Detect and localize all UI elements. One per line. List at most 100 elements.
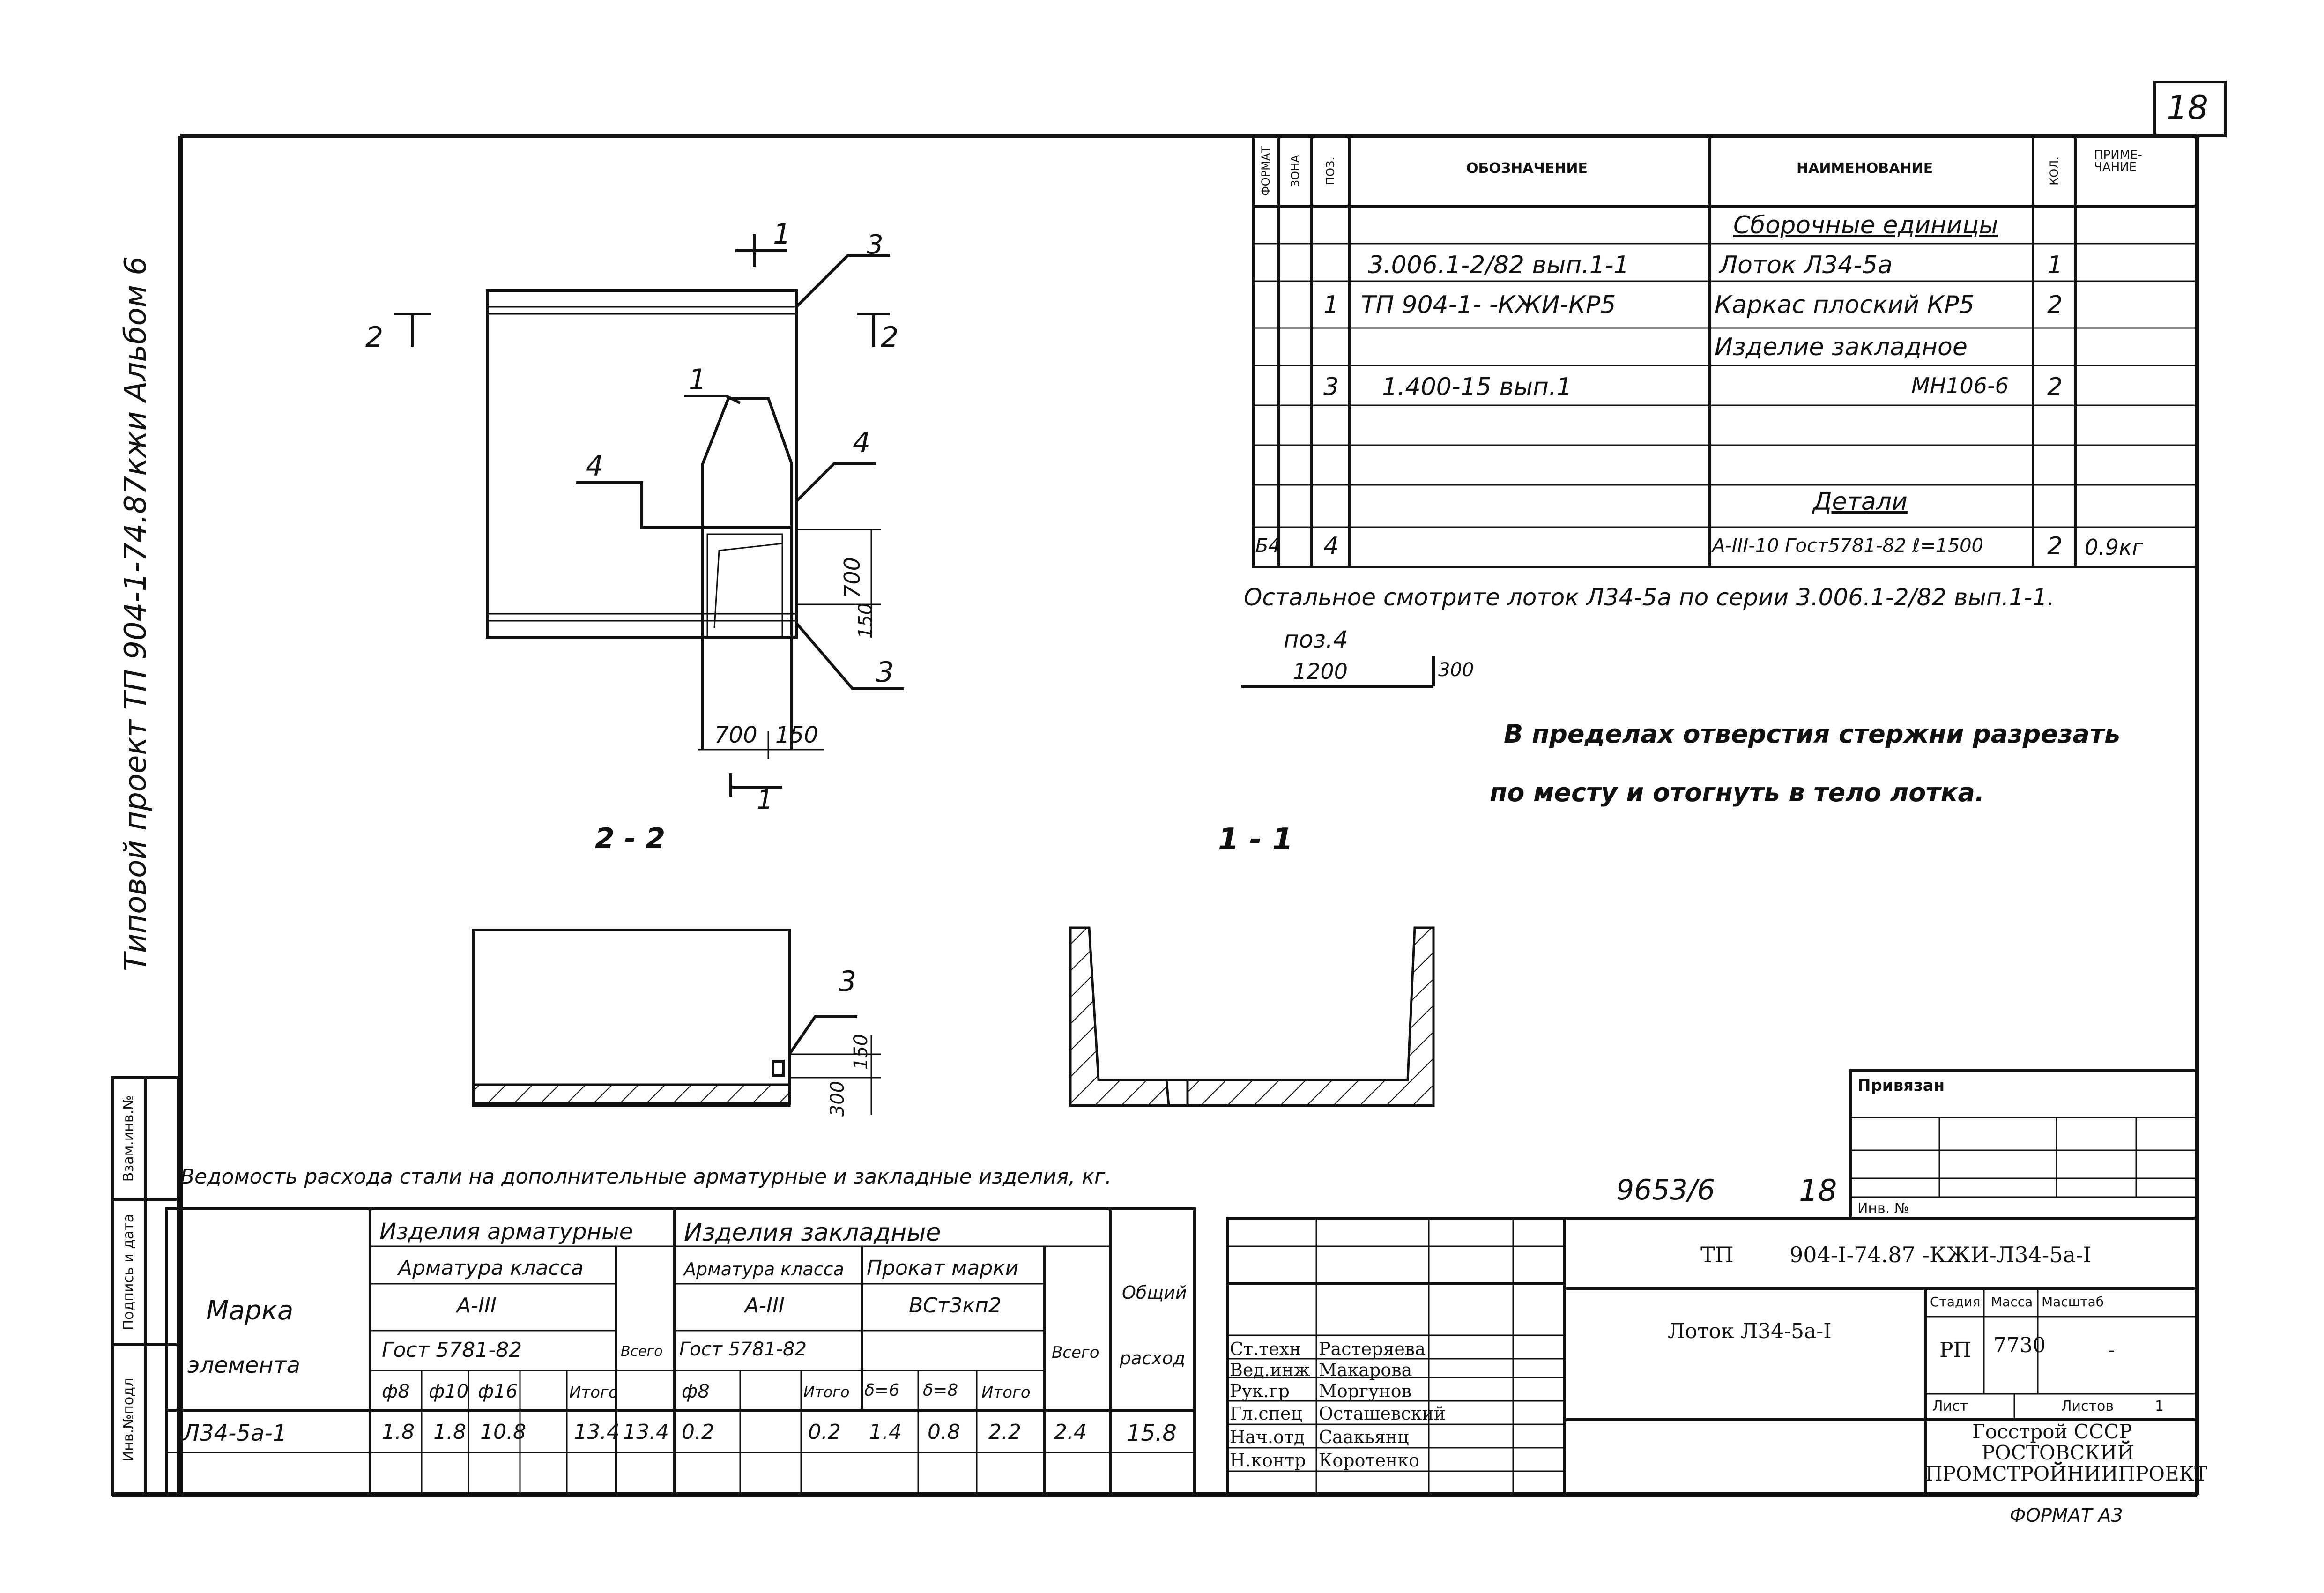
spec-row-designation: 3.006.1-2/82 вып.1-1	[1368, 251, 1629, 279]
spec-table-grid	[1252, 134, 2198, 568]
spec-row-qty: 2	[2047, 373, 2063, 401]
steel-grand-hdr-2: расход	[1120, 1348, 1186, 1369]
mass-value: 7730	[1993, 1333, 2046, 1357]
org-line-2: РОСТОВСКИЙ	[1982, 1441, 2135, 1464]
spec-row-group-details: Детали	[1813, 488, 1908, 516]
side-stamp-inv: Инв.№подл	[120, 1377, 137, 1462]
section-1-1-label: 1 - 1	[1218, 822, 1293, 857]
spec-row-pos: 1	[1323, 291, 1339, 319]
spec-row-name: А-III-10 Гост5781-82 ℓ=1500	[1712, 535, 1983, 557]
note-rest: Остальное смотрите лоток Л34-5а по серии…	[1244, 584, 2055, 611]
steel-row-mark: Л34-5а-1	[183, 1420, 287, 1446]
steel-row-grand: 15.8	[1127, 1420, 1177, 1446]
drawing-code-prefix: ТП	[1700, 1242, 1734, 1267]
person-role: Нач.отд	[1230, 1427, 1305, 1447]
steel-row-arm-f16: 10.8	[480, 1420, 526, 1444]
sheets-header: Листов	[2061, 1398, 2114, 1414]
scale-header: Масштаб	[2042, 1294, 2104, 1310]
steel-arm-class: А-III	[457, 1294, 497, 1318]
pos4-label: поз.4	[1284, 626, 1348, 653]
spec-header-qty: КОЛ.	[2048, 156, 2061, 186]
steel-arm-class-hdr: Арматура класса	[398, 1256, 584, 1280]
spec-row-group-assembly: Сборочные единицы	[1733, 211, 1998, 239]
spec-header-pos: ПОЗ.	[1324, 157, 1337, 185]
dim-section-300: 300	[827, 1080, 849, 1117]
steel-table-title: Ведомость расхода стали на дополнительны…	[180, 1165, 1112, 1189]
steel-col-arm-total: Итого	[569, 1383, 618, 1402]
spec-row-qty: 2	[2047, 291, 2063, 319]
spec-row-name: Каркас плоский КР5	[1715, 291, 1975, 319]
note-cut-line-2: по месту и отогнуть в тело лотка.	[1490, 778, 1985, 807]
spec-header-format: ФОРМАТ	[1259, 146, 1272, 196]
spec-row-qty: 2	[2047, 532, 2063, 560]
position-label-3-top: 3	[867, 230, 884, 260]
sheets-value: 1	[2155, 1398, 2164, 1414]
steel-row-arm-sum: 13.4	[623, 1420, 669, 1444]
position-label-3-mid: 3	[876, 656, 894, 689]
org-line-3: ПРОМСТРОЙНИИПРОЕКТ	[1925, 1462, 2208, 1485]
steel-row-arm-total: 13.4	[574, 1420, 620, 1444]
person-name: Моргунов	[1319, 1381, 1411, 1401]
steel-col-zak-f8: ф8	[682, 1381, 710, 1402]
steel-zak-gost: Гост 5781-82	[679, 1339, 807, 1360]
side-stamp-replace: Взам.инв.№	[120, 1095, 137, 1182]
steel-col-f8: ф8	[382, 1381, 410, 1402]
drawing-code: 904-I-74.87 -КЖИ-Л34-5а-I	[1789, 1242, 2092, 1267]
steel-arm-total-hdr: Всего	[621, 1343, 663, 1360]
pos4-sketch	[1241, 656, 1435, 688]
cut-mark-1-top: 1	[773, 218, 791, 251]
album-side-title: Типовой проект ТП 904-1-74.87кжи Альбом …	[119, 256, 153, 972]
cut-mark-2-right: 2	[881, 321, 899, 354]
cut-mark-2-left: 2	[365, 321, 384, 354]
person-role: Н.контр	[1230, 1450, 1306, 1471]
inv-no-label: Инв. №	[1857, 1200, 1909, 1217]
person-role: Вед.инж	[1230, 1360, 1310, 1380]
pos4-dim-1200: 1200	[1293, 659, 1348, 684]
spec-header-name: НАИМЕНОВАНИЕ	[1797, 160, 1933, 177]
dim-plan-150-bottom: 150	[775, 722, 818, 748]
steel-group-zak: Изделия закладные	[684, 1219, 941, 1247]
spec-header-note: ПРИМЕ-ЧАНИЕ	[2094, 148, 2142, 174]
side-stamp	[111, 1076, 179, 1496]
stage-value: РП	[1939, 1338, 1971, 1362]
steel-col-zak-total: Итого	[803, 1383, 850, 1401]
drawing-title: Лоток Л34-5а-I	[1668, 1319, 1832, 1343]
pos4-dim-300: 300	[1438, 659, 1474, 681]
spec-row-name: МН106-6	[1911, 373, 2009, 398]
steel-zak-class-hdr: Арматура класса	[684, 1259, 844, 1280]
cut-mark-1-bottom: 1	[757, 785, 773, 815]
spec-header-zone: ЗОНА	[1289, 155, 1302, 187]
section-2-2	[472, 929, 881, 1115]
spec-row-designation: ТП 904-1- -КЖИ-КР5	[1361, 291, 1616, 319]
person-name: Саакьянц	[1319, 1427, 1409, 1447]
steel-mark-header-2: элемента	[187, 1352, 301, 1378]
spec-row-name: Изделие закладное	[1715, 333, 1968, 361]
privyazan-grid	[1849, 1069, 2198, 1220]
spec-row-note: 0.9кг	[2085, 535, 2144, 560]
position-label-3-section: 3	[839, 965, 857, 998]
steel-row-zak-total: 0.2	[808, 1420, 841, 1444]
doc-number: 9653/6	[1616, 1174, 1715, 1206]
steel-col-prokat-total: Итого	[981, 1383, 1031, 1402]
person-role: Гл.спец	[1230, 1403, 1302, 1424]
position-label-4-right: 4	[853, 426, 871, 459]
steel-row-prokat-total: 2.2	[988, 1420, 1021, 1444]
stage-header: Стадия	[1930, 1294, 1981, 1310]
steel-grand-hdr-1: Общий	[1122, 1282, 1187, 1303]
steel-table-grid	[165, 1207, 1196, 1496]
steel-col-f16: ф16	[478, 1381, 518, 1402]
spec-row-name: Лоток Л34-5а	[1719, 251, 1893, 279]
mass-header: Масса	[1991, 1294, 2033, 1310]
steel-group-arm: Изделия арматурные	[379, 1219, 633, 1245]
steel-prokat: ВСт3кп2	[909, 1294, 1002, 1318]
steel-prokat-hdr: Прокат марки	[867, 1256, 1019, 1280]
steel-zak-total-hdr: Всего	[1052, 1343, 1099, 1362]
steel-row-d6: 1.4	[869, 1420, 902, 1444]
spec-row-pos: 3	[1323, 373, 1339, 401]
org-line-1: Госстрой СССР	[1972, 1420, 2132, 1443]
sheet-number: 18	[2167, 89, 2209, 127]
steel-col-d8: δ=8	[923, 1381, 958, 1400]
note-cut-line-1: В пределах отверстия стержни разрезать	[1504, 719, 2121, 749]
side-stamp-sign: Подпись и дата	[120, 1213, 137, 1331]
